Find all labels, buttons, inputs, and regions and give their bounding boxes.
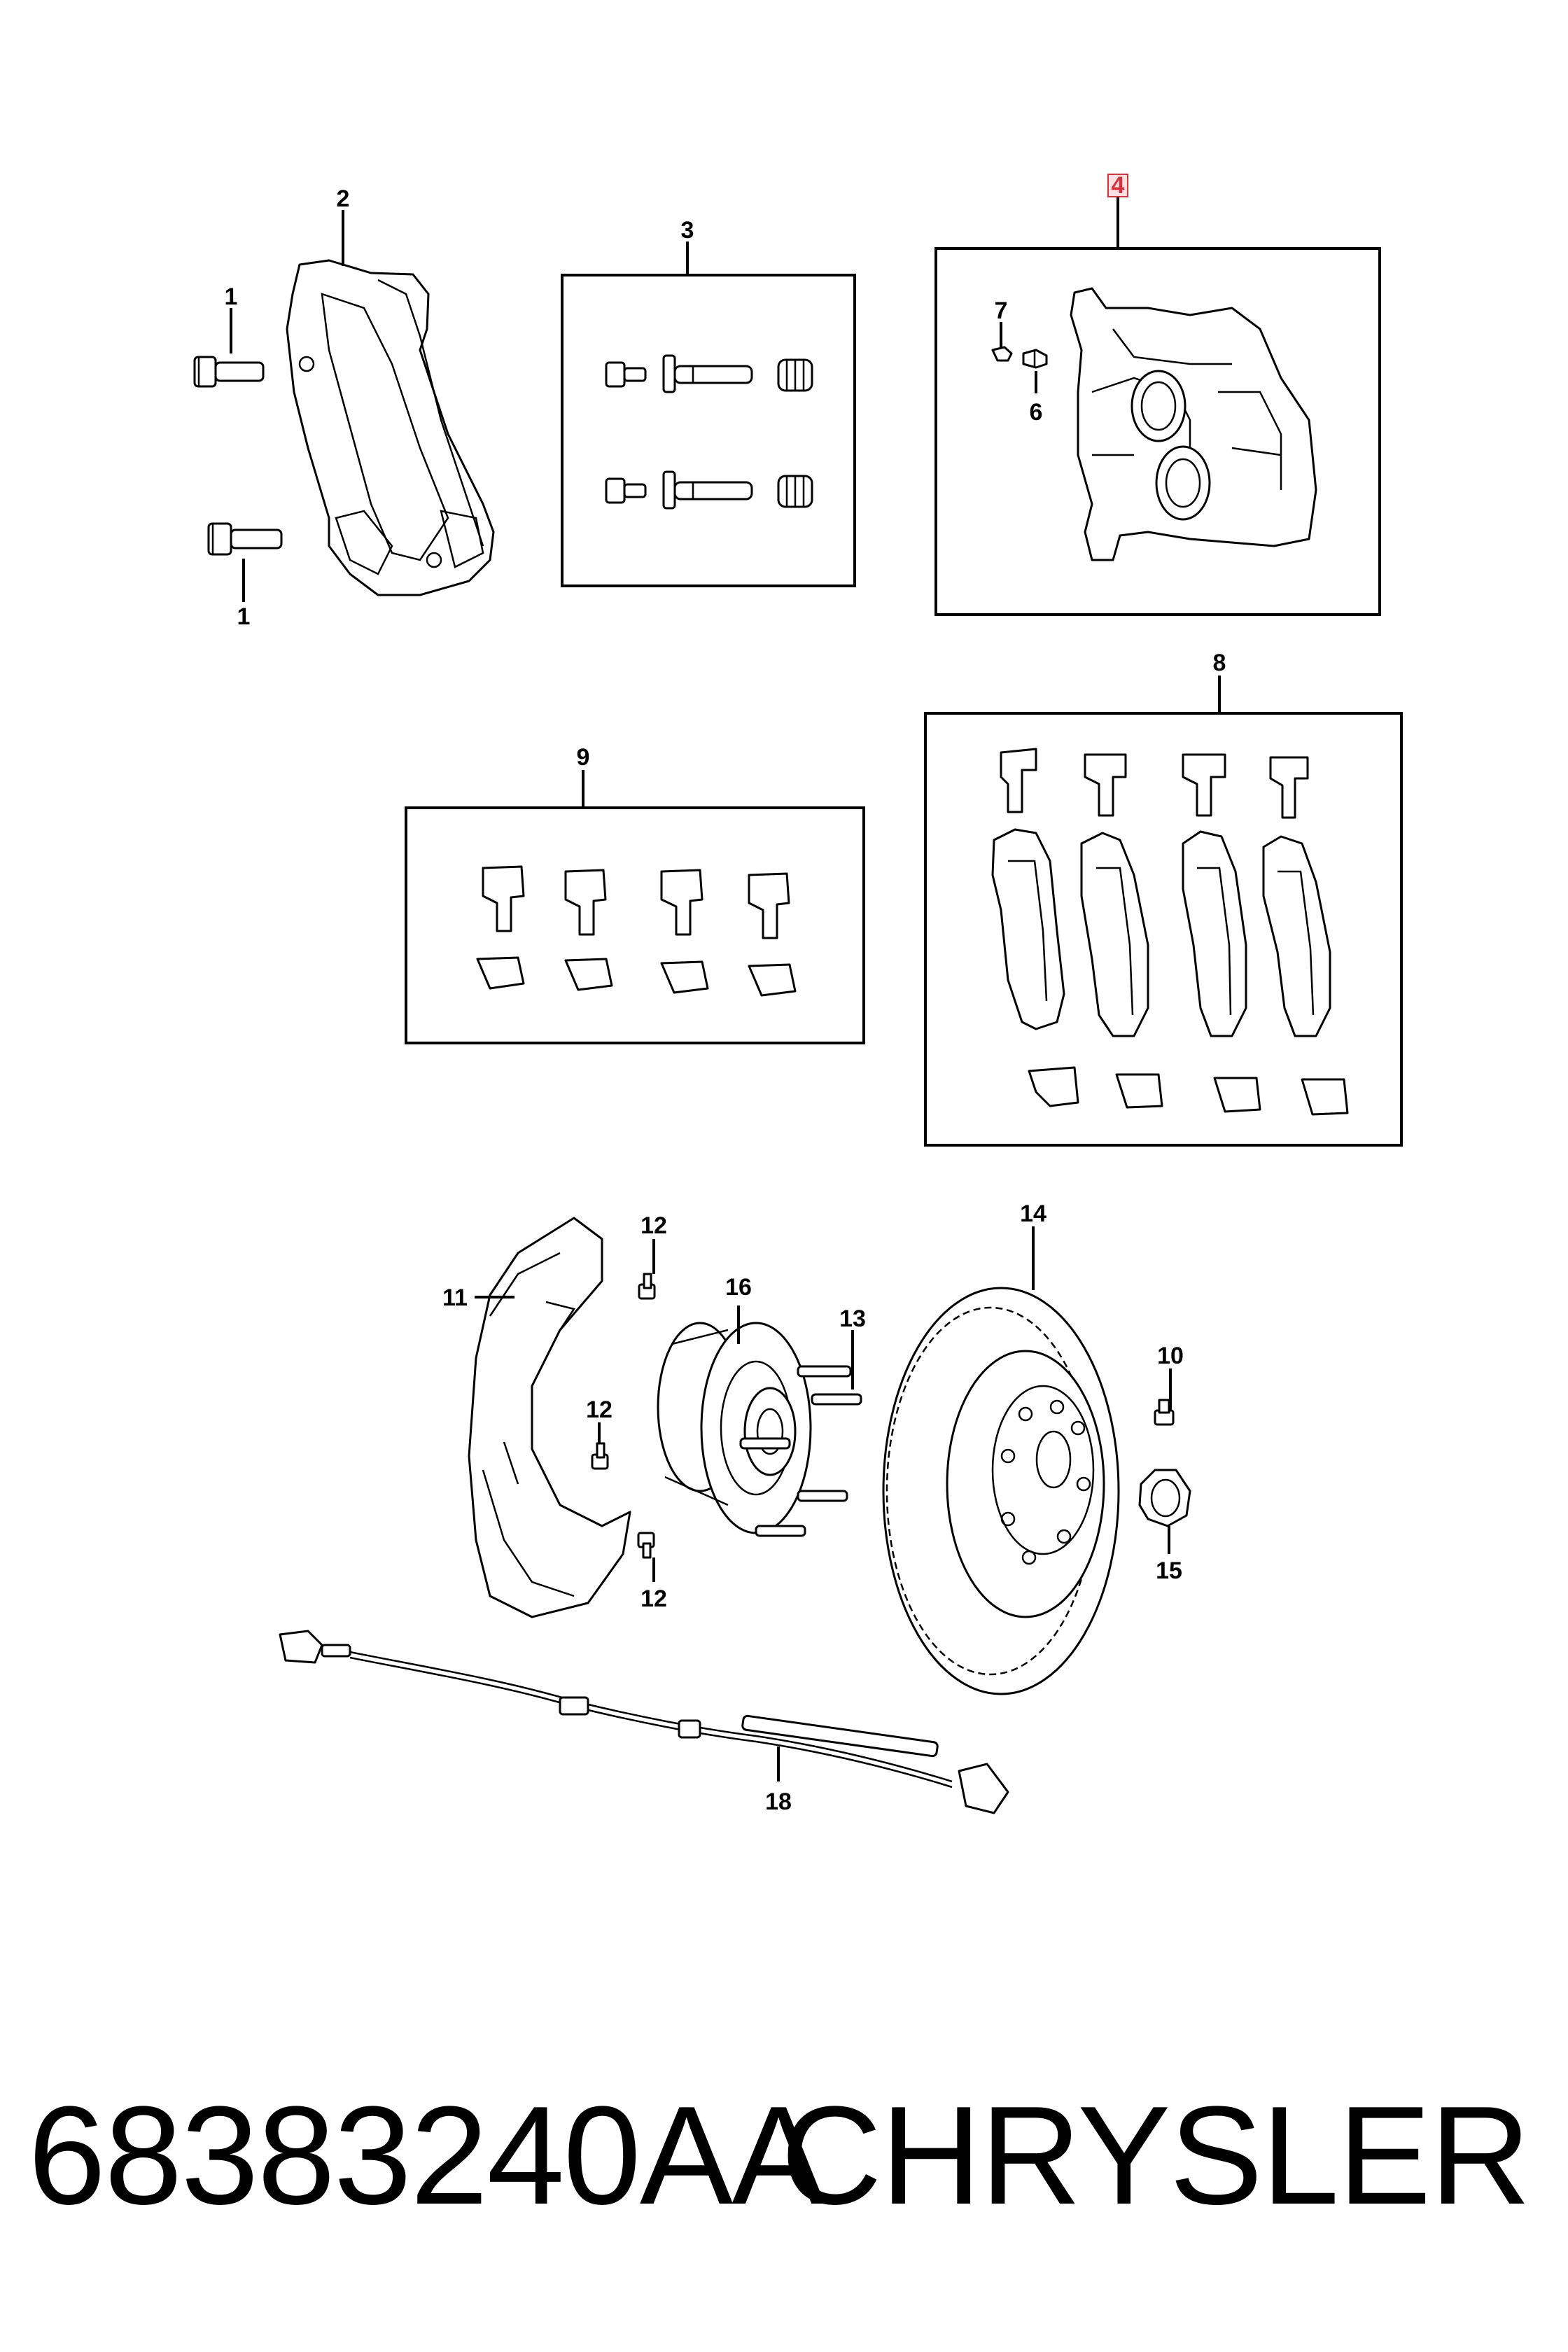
callout-12-bottom: 12 <box>640 1586 667 1612</box>
brake-caliper-part-4 <box>1070 287 1317 561</box>
callout-14: 14 <box>1020 1200 1046 1227</box>
callout-12-middle: 12 <box>586 1396 612 1423</box>
caliper-bracket-part-2 <box>286 259 495 596</box>
bolt-part-1-lower <box>207 522 283 556</box>
callout-13: 13 <box>839 1306 866 1332</box>
hardware-clips-bottom-row <box>476 956 797 997</box>
callout-3: 3 <box>681 217 694 244</box>
callout-15: 15 <box>1156 1558 1182 1584</box>
footer: 68383240AA CHRYSLER <box>0 2058 1568 2268</box>
hardware-clips-top-row <box>482 865 790 939</box>
brake-pads <box>991 828 1331 1037</box>
brand-name: CHRYSLER <box>780 2078 1531 2234</box>
part-number: 68383240AA <box>28 2078 825 2234</box>
callout-1-lower: 1 <box>237 603 251 630</box>
pad-clips-top-row <box>1000 748 1309 819</box>
bleeder-screw-part-6 <box>1022 349 1048 369</box>
hub-nut-part-15 <box>1138 1469 1191 1527</box>
callout-8: 8 <box>1213 650 1226 676</box>
hub-bearing-part-16 <box>657 1322 812 1534</box>
wheel-studs-part-13 <box>739 1365 862 1537</box>
guide-pin-set-lower <box>605 470 813 510</box>
box-part-3 <box>561 274 856 587</box>
callout-12-top: 12 <box>640 1212 667 1239</box>
bolt-part-1-upper <box>193 356 265 388</box>
screw-part-10 <box>1154 1399 1175 1426</box>
screw-part-12-bottom <box>637 1532 655 1559</box>
callout-10: 10 <box>1157 1343 1184 1369</box>
screw-part-12-middle <box>591 1442 609 1470</box>
callout-2: 2 <box>337 186 350 212</box>
bleeder-cap-part-7 <box>991 346 1013 362</box>
callout-7: 7 <box>995 298 1008 324</box>
callout-18: 18 <box>765 1788 792 1815</box>
pad-clips-bottom-row <box>1028 1066 1349 1116</box>
screw-part-12-top <box>638 1273 656 1300</box>
callout-16: 16 <box>725 1274 752 1301</box>
box-part-4 <box>934 247 1381 616</box>
box-part-9 <box>405 806 865 1044</box>
wheel-speed-sensor-part-18 <box>279 1630 1009 1814</box>
callout-1-upper: 1 <box>225 284 238 310</box>
guide-pin-set-upper <box>605 354 813 393</box>
callout-4: 4 <box>1112 172 1125 199</box>
dust-shield-part-11 <box>468 1217 631 1618</box>
callout-4-highlight <box>1107 174 1128 197</box>
brake-rotor-part-14 <box>882 1287 1120 1695</box>
callout-11: 11 <box>442 1284 468 1311</box>
box-part-8 <box>924 712 1403 1147</box>
callout-6: 6 <box>1030 399 1043 426</box>
callout-9: 9 <box>577 744 590 771</box>
